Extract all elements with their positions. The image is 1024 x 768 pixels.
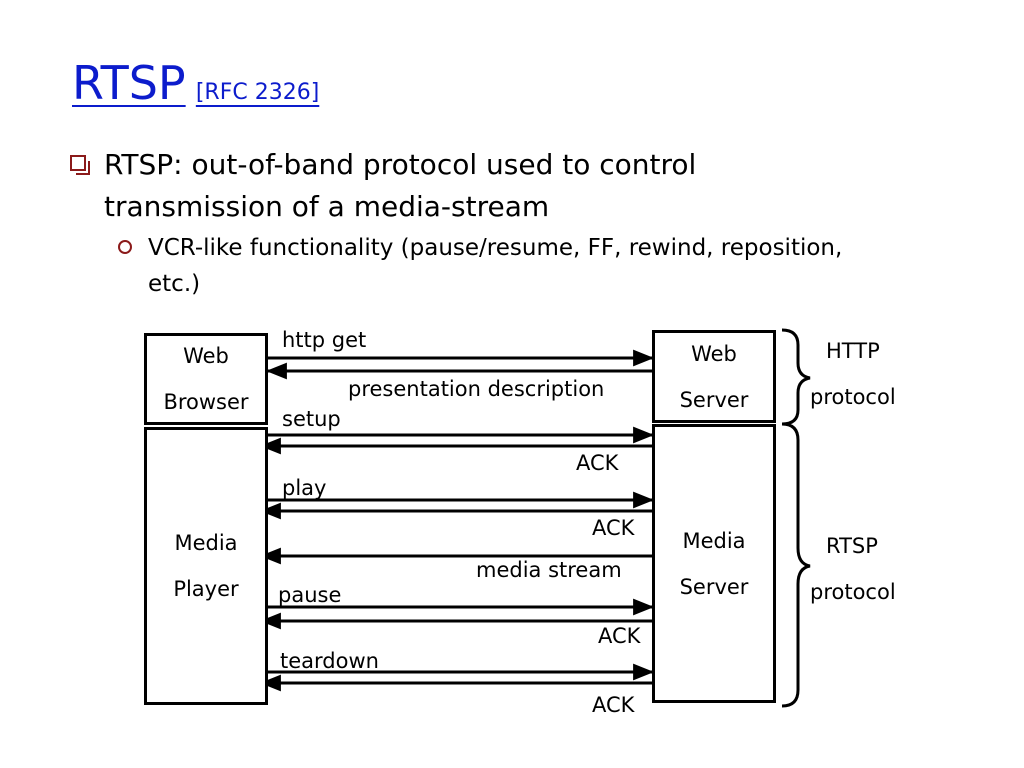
msg-media-stream: media stream	[476, 558, 622, 582]
bullet-level1: RTSP: out-of-band protocol used to contr…	[104, 148, 697, 223]
msg-ack-2: ACK	[592, 516, 635, 540]
brace-http-label-line2: protocol	[810, 385, 896, 409]
msg-teardown: teardown	[280, 649, 379, 673]
brace-rtsp	[781, 422, 811, 708]
media-player-box: Media Player	[144, 427, 268, 705]
web-browser-label-line1: Web	[183, 344, 229, 368]
brace-http	[781, 328, 811, 426]
web-server-label-line2: Server	[679, 387, 749, 412]
slide-title: RTSP [RFC 2326]	[72, 56, 319, 110]
msg-play: play	[282, 476, 327, 500]
msg-ack-4: ACK	[592, 693, 635, 717]
brace-http-label-line1: HTTP	[826, 339, 880, 363]
web-server-box: Web Server	[652, 330, 776, 423]
media-server-box: Media Server	[652, 424, 776, 703]
web-browser-label-line2: Browser	[163, 390, 249, 414]
media-server-label-line1: Media	[682, 528, 746, 553]
msg-ack-1: ACK	[576, 451, 619, 475]
bullet-level2: VCR-like functionality (pause/resume, FF…	[148, 235, 843, 297]
media-server-label-line2: Server	[679, 574, 749, 599]
circle-bullet-icon	[118, 240, 132, 254]
media-player-label-line2: Player	[173, 577, 239, 601]
title-main: RTSP	[72, 56, 186, 110]
web-browser-box: Web Browser	[144, 333, 268, 425]
brace-rtsp-label-line2: protocol	[810, 580, 896, 604]
msg-setup: setup	[282, 407, 341, 431]
web-server-label-line1: Web	[691, 341, 737, 366]
brace-rtsp-label-line1: RTSP	[826, 534, 878, 558]
msg-presentation-description: presentation description	[348, 377, 605, 401]
msg-ack-3: ACK	[598, 624, 641, 648]
square-bullet-icon	[70, 155, 90, 175]
msg-pause: pause	[278, 583, 342, 607]
title-reference: [RFC 2326]	[195, 80, 320, 105]
media-player-label-line1: Media	[174, 531, 238, 555]
msg-http-get: http get	[282, 328, 367, 352]
